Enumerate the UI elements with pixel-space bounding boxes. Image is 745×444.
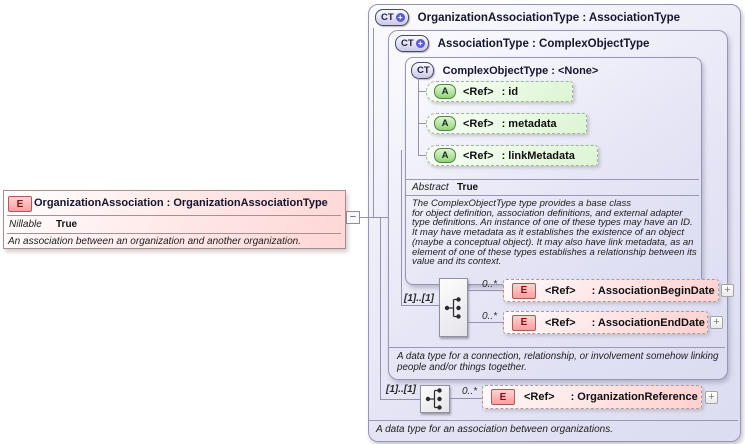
element-ref-label: <Ref> xyxy=(545,316,576,329)
ct-badge-label: CT xyxy=(401,38,414,49)
expand-icon[interactable]: + xyxy=(415,39,425,48)
complex-type-badge: CT+ xyxy=(375,9,409,26)
connector-line xyxy=(418,155,426,156)
ct-badge-label: CT xyxy=(417,65,430,76)
element-badge: E xyxy=(491,389,515,405)
divider xyxy=(369,420,738,421)
ct-badge-label: CT xyxy=(381,12,394,23)
element-badge-label: E xyxy=(520,285,528,296)
expand-button[interactable]: + xyxy=(705,391,718,404)
sequence-glyph xyxy=(425,388,442,410)
attribute-ref-label: <Ref> xyxy=(463,149,494,162)
cardinality-label: [1]..[1] xyxy=(386,384,416,395)
element-badge: E xyxy=(512,314,536,331)
occurrence-label: 0..* xyxy=(482,279,498,290)
base-type-header: CT+ AssociationType : ComplexObjectType xyxy=(395,35,649,52)
core-type-header: CT ComplexObjectType : <None> xyxy=(411,62,598,79)
rail-line xyxy=(401,150,402,306)
branch-line xyxy=(468,290,503,291)
element-ref-label: <Ref> xyxy=(545,284,576,297)
base-type-title: AssociationType : ComplexObjectType xyxy=(437,37,650,50)
connector-line xyxy=(380,399,420,400)
connector-line xyxy=(418,123,426,124)
expand-button[interactable]: + xyxy=(710,316,723,329)
expand-icon[interactable]: + xyxy=(395,13,405,22)
attribute-badge: A xyxy=(434,84,456,99)
core-type-documentation: The ComplexObjectType type provides a ba… xyxy=(412,198,697,268)
attribute-badge: A xyxy=(434,148,456,163)
attribute-name: : id xyxy=(501,85,519,98)
attribute-ref-label: <Ref> xyxy=(463,85,494,98)
element-badge-label: E xyxy=(499,391,507,403)
rail-line xyxy=(373,28,374,218)
element-name: : OrganizationReference xyxy=(570,391,698,403)
root-element-title: OrganizationAssociation : OrganizationAs… xyxy=(34,197,328,209)
expand-button[interactable]: + xyxy=(721,284,734,297)
cardinality-label: [1]..[1] xyxy=(404,293,434,304)
outer-type-documentation: A data type for an association between o… xyxy=(376,424,614,435)
attribute-badge-label: A xyxy=(441,118,449,129)
element-name: : AssociationEndDate xyxy=(591,316,705,329)
sequence-icon[interactable] xyxy=(439,278,468,337)
divider xyxy=(406,179,699,180)
property-name: Nillable xyxy=(9,219,42,230)
attribute-ref-id[interactable]: A <Ref> : id xyxy=(426,81,573,102)
outer-type-title: OrganizationAssociationType : Associatio… xyxy=(417,11,681,24)
property-value: True xyxy=(457,182,479,193)
outer-type-header: CT+ OrganizationAssociationType : Associ… xyxy=(375,9,680,26)
branch-line xyxy=(468,322,503,323)
element-ref-association-begin-date[interactable]: E <Ref> : AssociationBeginDate xyxy=(503,279,719,302)
connector-line xyxy=(418,91,426,92)
attribute-ref-metadata[interactable]: A <Ref> : metadata xyxy=(426,113,587,134)
attribute-badge-label: A xyxy=(441,150,449,161)
divider xyxy=(406,195,699,196)
collapse-button[interactable]: − xyxy=(346,211,360,224)
element-ref-association-end-date[interactable]: E <Ref> : AssociationEndDate xyxy=(503,311,708,334)
complex-type-badge: CT+ xyxy=(395,35,429,52)
divider xyxy=(7,215,341,216)
attribute-ref-link-metadata[interactable]: A <Ref> : linkMetadata xyxy=(426,145,598,166)
element-badge: E xyxy=(8,196,32,212)
sequence-glyph xyxy=(444,296,461,319)
connector-line xyxy=(360,217,388,218)
divider xyxy=(389,347,725,348)
element-name: : AssociationBeginDate xyxy=(591,284,715,297)
element-badge-label: E xyxy=(16,198,24,210)
attribute-name: : linkMetadata xyxy=(501,149,575,162)
sequence-icon[interactable] xyxy=(420,385,450,413)
connector-line xyxy=(401,305,439,306)
complex-type-badge: CT xyxy=(411,62,434,79)
root-element-documentation: An association between an organization a… xyxy=(8,236,301,247)
occurrence-label: 0..* xyxy=(482,311,498,322)
attribute-ref-label: <Ref> xyxy=(463,117,494,130)
element-badge: E xyxy=(512,282,536,299)
divider xyxy=(7,233,341,234)
element-badge-label: E xyxy=(520,317,528,328)
element-ref-organization-reference[interactable]: E <Ref> : OrganizationReference xyxy=(482,385,702,409)
rail-line xyxy=(380,217,381,400)
rail-line xyxy=(418,78,419,156)
property-name: Abstract xyxy=(412,182,449,193)
root-element-box[interactable]: E OrganizationAssociation : Organization… xyxy=(3,190,346,249)
branch-line xyxy=(450,398,482,399)
attribute-badge-label: A xyxy=(441,86,449,97)
occurrence-label: 0..* xyxy=(462,386,478,397)
element-ref-label: <Ref> xyxy=(524,391,555,403)
core-type-title: ComplexObjectType : <None> xyxy=(442,64,599,77)
attribute-name: : metadata xyxy=(501,117,557,130)
property-value: True xyxy=(56,219,78,230)
attribute-badge: A xyxy=(434,116,456,131)
base-type-documentation: A data type for a connection, relationsh… xyxy=(397,351,719,373)
